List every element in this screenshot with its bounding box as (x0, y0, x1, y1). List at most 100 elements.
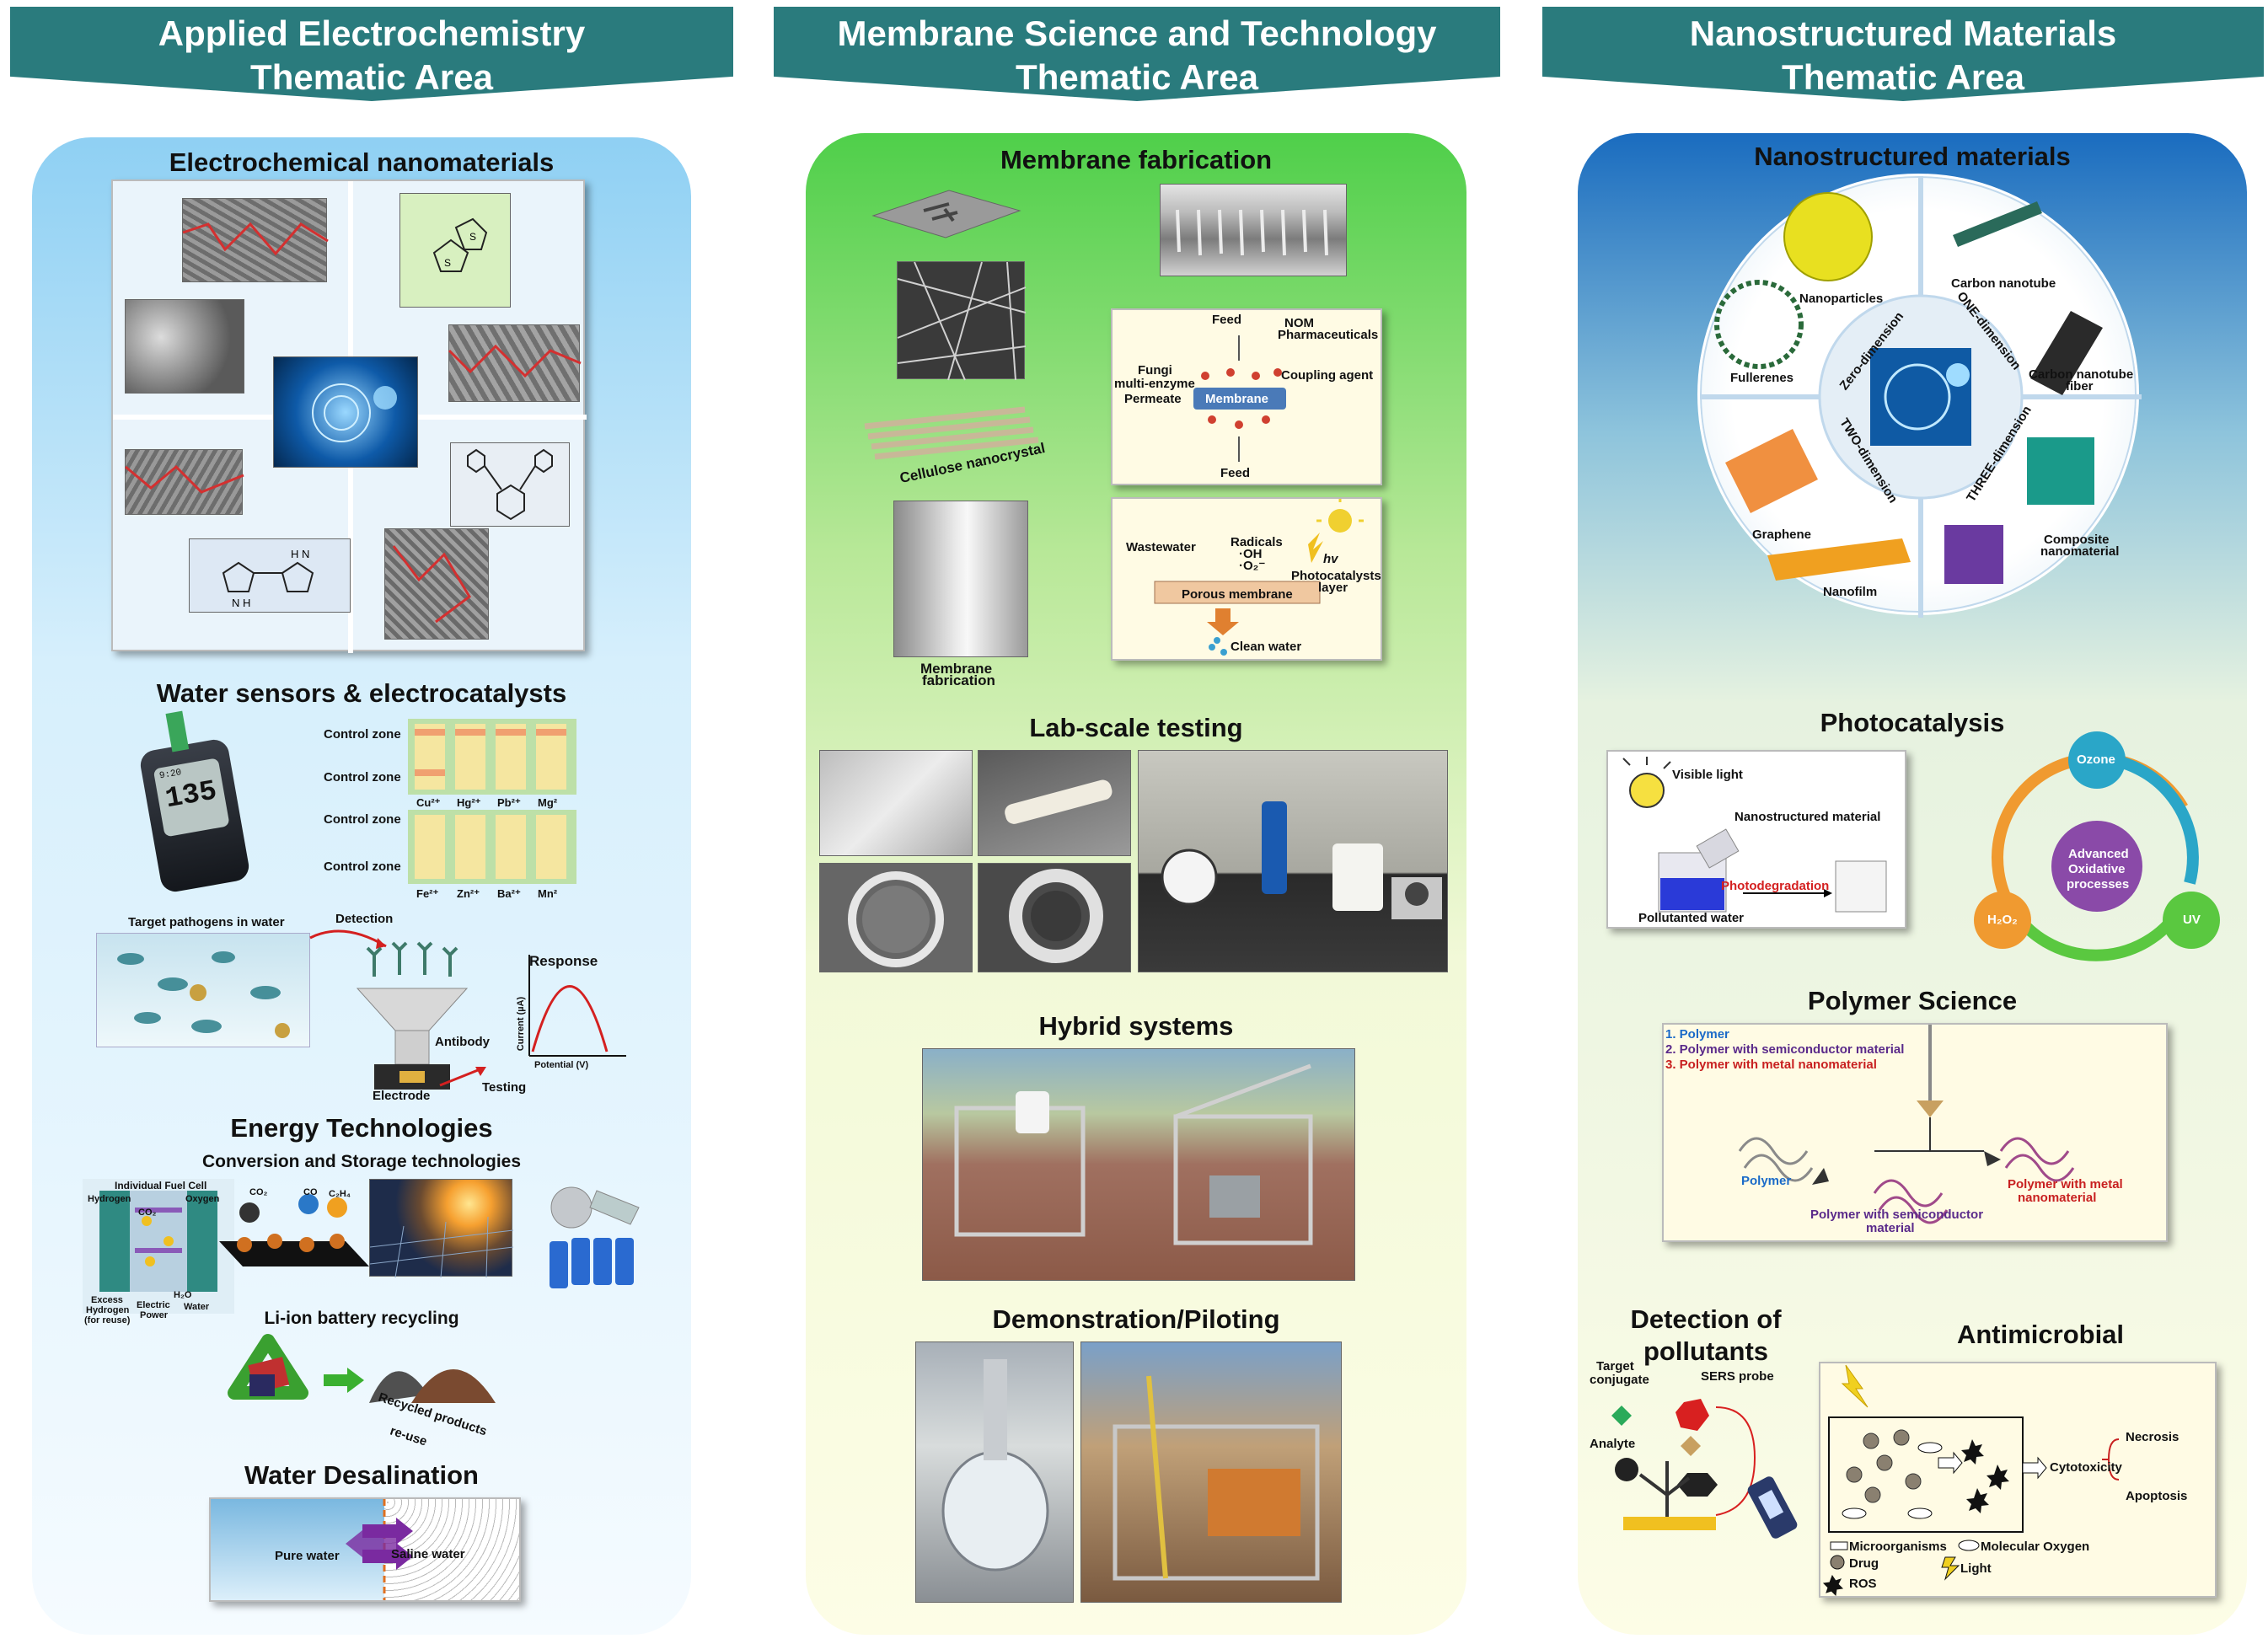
label-aop-processes: processes (2067, 877, 2130, 892)
section-title-membrane-fabrication: Membrane fabrication (1000, 145, 1273, 174)
svg-text:S: S (469, 231, 476, 243)
test-strip-bottom (408, 810, 576, 884)
label-polymer-metal-2: nanomaterial (2018, 1191, 2097, 1205)
molecule-graphene-dendrimer (450, 442, 570, 527)
label-wastewater: Wastewater (1126, 540, 1196, 554)
label-aop-oxidative: Oxidative (2068, 862, 2126, 876)
ion-label-pb: Pb²⁺ (497, 796, 521, 809)
sem-image-polymer-1 (182, 198, 329, 282)
enzyme-membrane-diagram: Feed NOM Pharmaceuticals Fungi multi-enz… (1111, 308, 1382, 485)
label-uv: UV (2183, 913, 2201, 927)
sem-image-nanotubes (125, 299, 244, 394)
label-hydrogen-out: Hydrogen (86, 1305, 130, 1315)
lab-photo-membrane-module (978, 750, 1131, 856)
section-title-antimicrobial: Antimicrobial (1956, 1320, 2125, 1349)
cellulose-nanocrystal-render (864, 401, 1042, 474)
legend-microorganisms: Microorganisms (1849, 1540, 1947, 1554)
header-nanostructured-line2: Thematic Area (1782, 57, 2024, 97)
control-zone-label-4: Control zone (324, 859, 401, 874)
svg-text:H N: H N (291, 548, 309, 560)
section-title-water-sensors: Water sensors & electrocatalysts (156, 678, 567, 708)
label-response: Response (529, 953, 598, 969)
label-c2h4: C₂H₄ (329, 1189, 351, 1199)
control-zone-label-1: Control zone (324, 727, 401, 742)
sem-cross-section-photo (1160, 184, 1347, 276)
header-membrane-line1: Membrane Science and Technology (837, 13, 1437, 53)
lab-test-rig-photo (1138, 750, 1448, 972)
label-ozone: Ozone (2077, 752, 2115, 767)
section-title-water-desalination: Water Desalination (244, 1460, 479, 1490)
solar-panels-photo (369, 1179, 514, 1278)
ion-label-fe: Fe²⁺ (416, 887, 439, 900)
section-title-hybrid-systems: Hybrid systems (1038, 1011, 1234, 1041)
label-carbon-nanotube-fiber-2: fiber (2066, 379, 2094, 394)
subtitle-li-ion-recycling: Li-ion battery recycling (264, 1309, 459, 1328)
lab-photo-hollow-fibers (819, 750, 973, 856)
antimicrobial-diagram: Cytotoxicity Necrosis Apoptosis Microorg… (1819, 1362, 2217, 1598)
test-strip-top (408, 719, 576, 795)
section-title-energy-technologies: Energy Technologies (230, 1113, 493, 1143)
label-target-conjugate: conjugate (1590, 1373, 1649, 1387)
label-nanoparticles: Nanoparticles (1799, 292, 1884, 306)
label-photocatalysts-layer: layer (1318, 581, 1348, 595)
label-potential-axis: Potential (V) (534, 1060, 589, 1070)
header-nanostructured-line1: Nanostructured Materials (1689, 13, 2117, 53)
header-electrochemistry: Applied Electrochemistry Thematic Area (10, 7, 733, 101)
label-fungi: Fungi (1138, 363, 1172, 378)
section-title-lab-scale-testing: Lab-scale testing (1029, 713, 1243, 742)
header-membrane-line2: Thematic Area (1016, 57, 1258, 97)
polymer-list-item-1: 1. Polymer (1665, 1027, 1729, 1042)
label-nom: NOM (1284, 316, 1314, 330)
batteries-illustration (538, 1182, 647, 1292)
label-polymer-metal-1: Polymer with metal (2008, 1177, 2123, 1191)
label-analyte: Analyte (1590, 1437, 1636, 1451)
biosensor-funnel (349, 938, 475, 1106)
label-current-axis: Current (µA) (516, 996, 527, 1052)
label-antibody: Antibody (435, 1035, 490, 1049)
label-coupling-agent: Coupling agent (1281, 368, 1374, 383)
section-title-photocatalysis: Photocatalysis (1820, 708, 2005, 737)
label-nanofilm: Nanofilm (1823, 585, 1878, 599)
label-aop-advanced: Advanced (2068, 847, 2129, 861)
sem-image-polymer-2 (448, 324, 582, 402)
control-zone-label-3: Control zone (324, 812, 401, 827)
sers-detection-diagram: Target conjugate SERS probe Analyte (1590, 1360, 1842, 1571)
label-h2o2: H₂O₂ (1987, 913, 2018, 927)
subtitle-conversion-storage: Conversion and Storage technologies (201, 1152, 522, 1171)
label-necrosis: Necrosis (2126, 1430, 2180, 1444)
pathogen-water-image (96, 933, 310, 1047)
label-carbon-nanotube: Carbon nanotube (1951, 276, 2056, 291)
label-sers-probe: SERS probe (1701, 1369, 1774, 1384)
sem-image-polymer-4 (384, 528, 489, 640)
label-nanostructured-material-photo: Nanostructured material (1735, 810, 1881, 824)
svg-text:N H: N H (232, 597, 250, 609)
dimensional-materials-circle: Nanoparticles Carbon nanotube Fullerenes… (1697, 174, 2142, 618)
label-co2-fc: CO₂ (138, 1208, 157, 1218)
label-target-pathogens: Target pathogens in water (128, 915, 285, 929)
label-electrode: Electrode (373, 1089, 431, 1103)
label-detection: Detection (335, 912, 394, 926)
label-h2o-fc: H₂O (174, 1290, 192, 1300)
label-composite: Composite (2044, 533, 2110, 547)
label-clean-water: Clean water (1231, 640, 1302, 654)
label-testing: Testing (482, 1080, 527, 1095)
label-hydrogen-in: Hydrogen (88, 1194, 131, 1204)
label-permeate: Permeate (1124, 392, 1182, 406)
glucose-meter-device: 9:20 135 (138, 710, 251, 894)
label-for-reuse: (for reuse) (84, 1315, 131, 1325)
label-saline-water: Saline water (391, 1547, 465, 1561)
hybrid-system-photo (922, 1048, 1355, 1281)
header-electrochemistry-line2: Thematic Area (250, 57, 493, 97)
section-title-detection-of-pollutants-2: pollutants (1643, 1336, 1769, 1366)
legend-ros: ROS (1849, 1577, 1877, 1591)
ion-label-zn: Zn²⁺ (457, 887, 480, 900)
label-feed-top: Feed (1212, 313, 1242, 327)
label-power: Power (140, 1310, 169, 1320)
header-electrochemistry-line1: Applied Electrochemistry (158, 13, 586, 53)
co2-reduction-illustration (219, 1182, 369, 1272)
polymer-science-diagram: 1. Polymer 2. Polymer with semiconductor… (1662, 1023, 2168, 1242)
nanomaterial-center-render (273, 356, 418, 468)
label-pure-water: Pure water (275, 1549, 340, 1563)
legend-molecular-oxygen: Molecular Oxygen (1981, 1540, 2090, 1554)
